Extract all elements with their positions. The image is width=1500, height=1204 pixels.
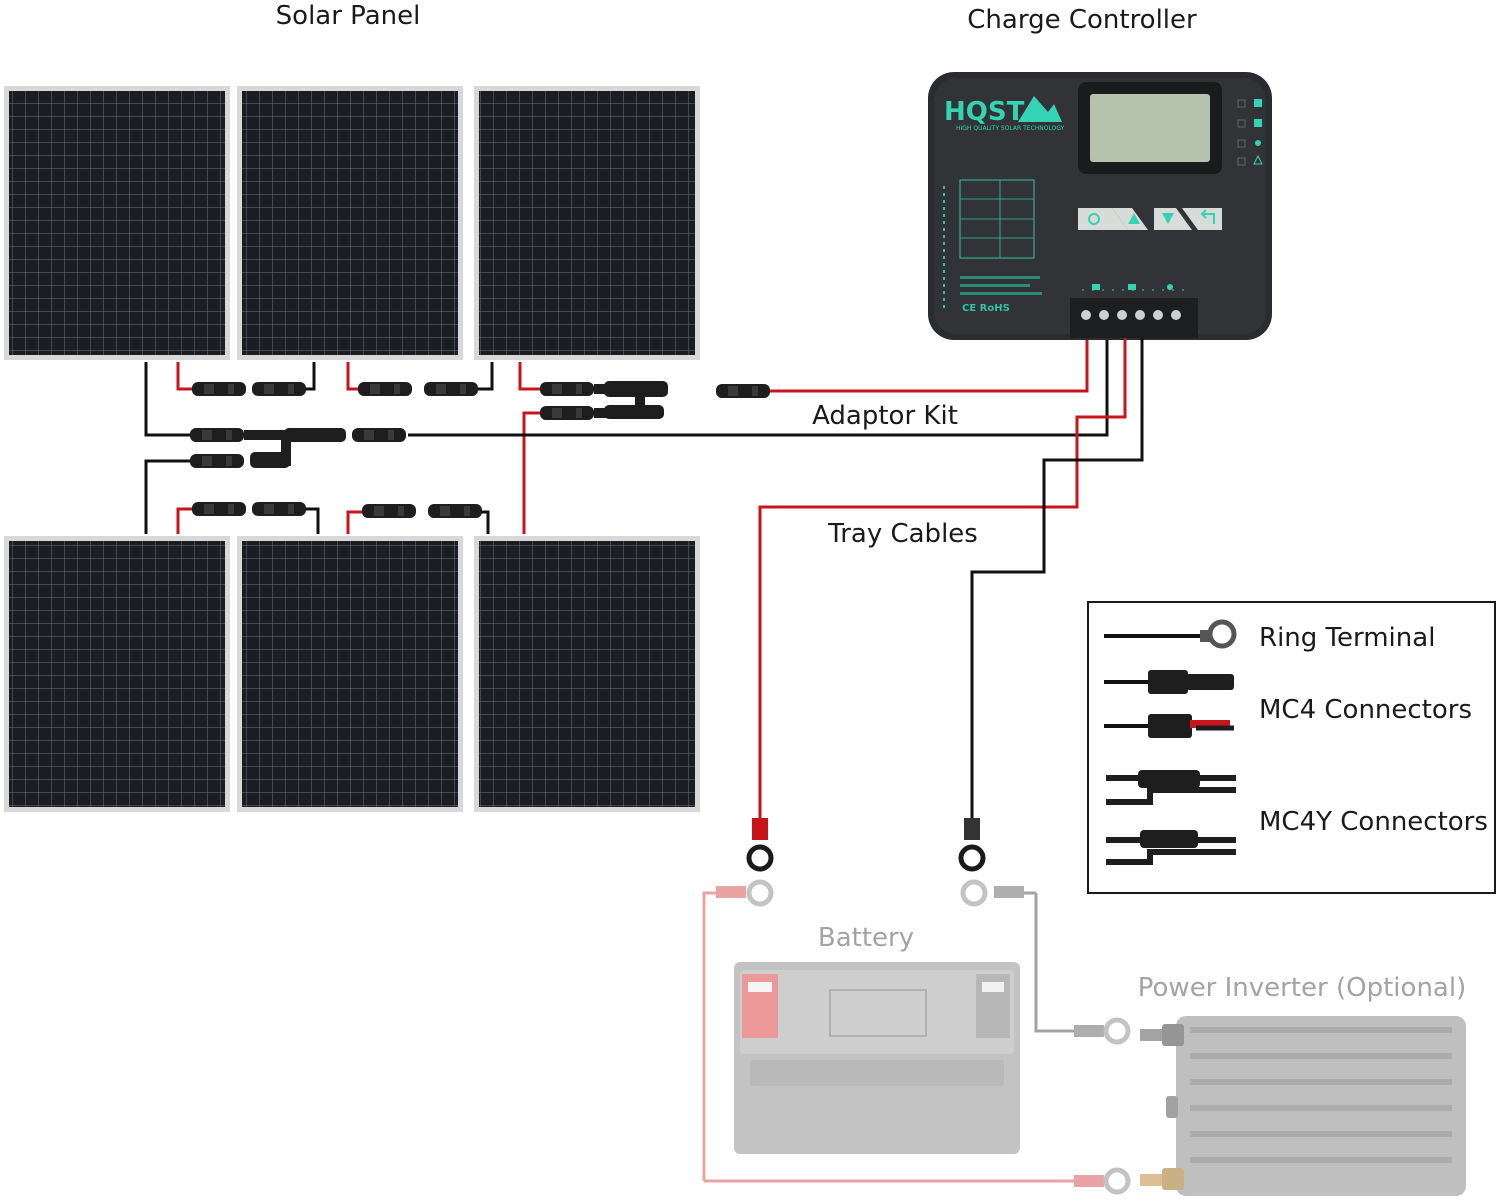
solar-panel xyxy=(474,536,700,812)
mc4y-connector xyxy=(244,428,346,468)
ring-terminal xyxy=(1074,1167,1131,1195)
control-buttons xyxy=(1078,208,1222,230)
adaptor-kit-label: Adaptor Kit xyxy=(812,401,958,431)
battery-label: Battery xyxy=(818,923,914,953)
battery-section: Battery xyxy=(702,879,1466,1196)
legend-label: MC4Y Connectors xyxy=(1259,807,1488,837)
ring-terminal xyxy=(958,818,986,872)
tray-cables xyxy=(758,338,1144,820)
load-terminal-icon xyxy=(1167,284,1173,290)
mc4y-connector xyxy=(594,381,668,419)
power-button-icon xyxy=(1088,213,1100,225)
power-inverter-label: Power Inverter (Optional) xyxy=(1138,973,1466,1003)
panel-wiring xyxy=(144,338,1109,534)
pv-terminal-icon xyxy=(1092,284,1100,290)
ring-terminal-icon xyxy=(1104,619,1237,649)
faded-wiring xyxy=(702,891,1078,1183)
status-indicators xyxy=(1237,99,1263,166)
ring-terminal xyxy=(746,818,774,872)
controller-logo: HQST HIGH QUALITY SOLAR TECHNOLOGY xyxy=(944,96,1065,132)
power-inverter xyxy=(1140,1016,1466,1196)
terminal-block xyxy=(1070,284,1198,338)
down-arrow-icon xyxy=(1162,213,1174,224)
legend-label: Ring Terminal xyxy=(1259,623,1435,653)
spec-table: CE RoHS xyxy=(943,179,1042,314)
charge-controller: HQST HIGH QUALITY SOLAR TECHNOLOGY CE R xyxy=(928,72,1272,340)
legend-label: MC4 Connectors xyxy=(1259,695,1472,725)
ring-terminal xyxy=(1074,1017,1131,1045)
charge-controller-label: Charge Controller xyxy=(967,5,1197,35)
solar-panel xyxy=(237,86,463,360)
up-arrow-icon xyxy=(1128,213,1140,224)
solar-panel-label: Solar Panel xyxy=(276,1,421,31)
return-arrow-icon xyxy=(1200,209,1215,224)
solar-panel xyxy=(237,536,463,812)
mc4y-connector-icon xyxy=(1106,770,1236,865)
certification-mark: CE RoHS xyxy=(962,303,1010,314)
mc4-connector-group xyxy=(190,382,770,518)
tray-cables-label: Tray Cables xyxy=(827,519,978,549)
solar-panel xyxy=(474,86,700,360)
lcd-display xyxy=(1078,82,1222,174)
controller-brand: HQST xyxy=(944,97,1025,127)
battery xyxy=(734,962,1020,1154)
solar-panel xyxy=(4,536,230,812)
legend: Ring Terminal MC4 Connectors MC4Y Connec… xyxy=(1087,601,1496,894)
solar-panel-array xyxy=(4,86,700,812)
solar-panel xyxy=(4,86,230,360)
battery-terminal-icon xyxy=(1128,284,1136,290)
controller-brand-tagline: HIGH QUALITY SOLAR TECHNOLOGY xyxy=(956,125,1065,132)
ring-terminal xyxy=(960,879,1024,907)
mc4-connector-icon xyxy=(1104,670,1234,738)
ring-terminal xyxy=(716,879,774,907)
